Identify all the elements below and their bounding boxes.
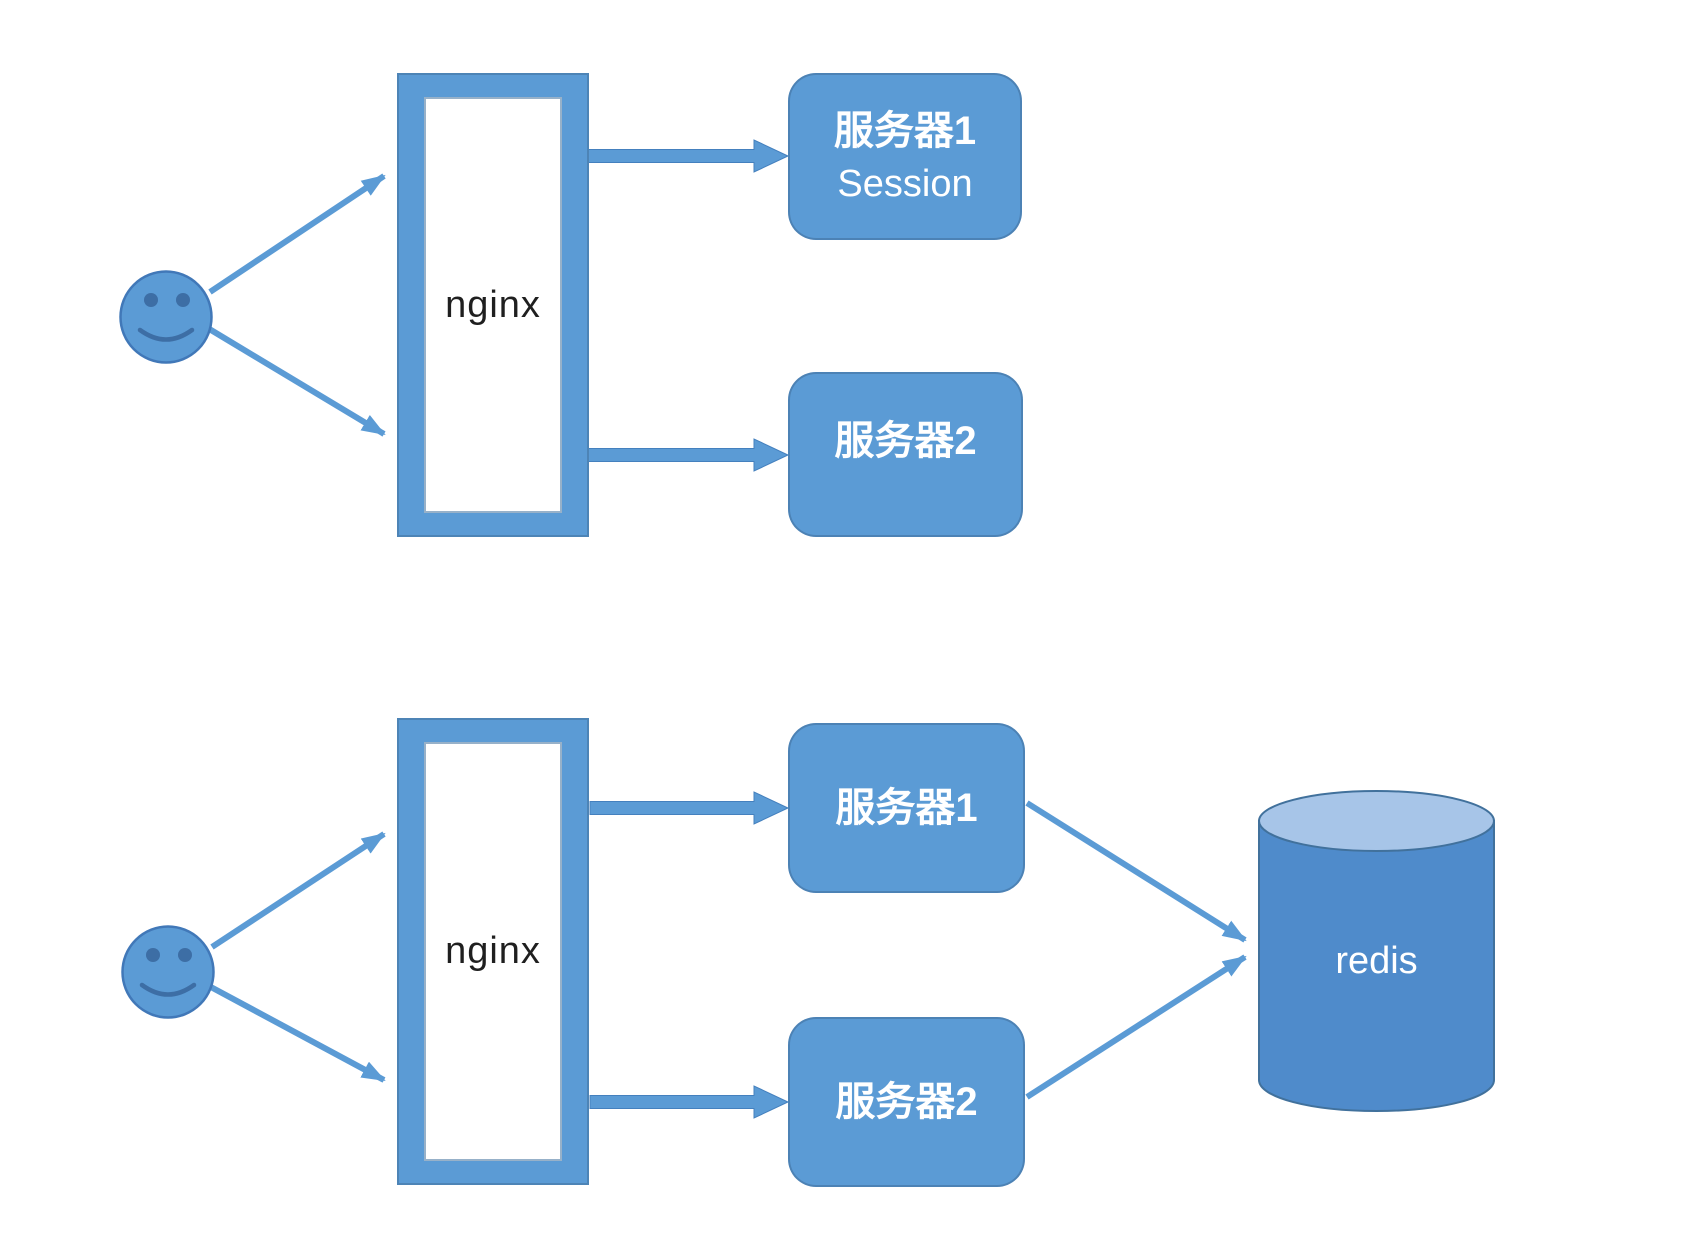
user-icon: [118, 269, 214, 365]
nginx-node-top-inner: nginx: [424, 97, 562, 513]
server1-label-bottom: 服务器1: [835, 786, 978, 830]
arrow-user-to-nginx-upper-bottom: [210, 831, 386, 950]
arrow-nginx-to-server1-bottom: [589, 791, 790, 825]
server2-label-top: 服务器2: [834, 418, 977, 463]
arrow-nginx-to-server1-top: [587, 139, 790, 173]
redis-label: redis: [1335, 940, 1418, 982]
server1-node-bottom: 服务器1: [788, 723, 1025, 893]
database-cylinder-icon: [1258, 790, 1495, 1112]
server1-session-label-top: Session: [837, 162, 973, 205]
server2-label-bottom: 服务器2: [835, 1080, 978, 1124]
arrow-server2-to-redis: [1025, 954, 1247, 1100]
nginx-label-bottom: nginx: [445, 930, 541, 972]
arrow-user-to-nginx-upper-top: [208, 173, 386, 295]
nginx-label-top: nginx: [445, 283, 541, 326]
nginx-node-bottom: nginx: [397, 718, 589, 1185]
server1-label-top: 服务器1: [833, 108, 977, 153]
server2-node-top: 服务器2: [788, 372, 1023, 537]
arrow-user-to-nginx-lower-top: [204, 324, 386, 437]
arrow-server1-to-redis: [1025, 800, 1247, 943]
user-icon: [120, 924, 216, 1020]
server2-node-bottom: 服务器2: [788, 1017, 1025, 1187]
server1-node-top: 服务器1 Session: [788, 73, 1022, 240]
nginx-node-bottom-inner: nginx: [424, 742, 562, 1161]
nginx-node-top: nginx: [397, 73, 589, 537]
user-smiley-icon: [121, 925, 215, 1019]
redis-node: redis: [1258, 790, 1495, 1112]
arrow-user-to-nginx-lower-bottom: [207, 983, 386, 1083]
user-smiley-icon: [119, 270, 213, 364]
arrow-nginx-to-server2-bottom: [589, 1085, 790, 1119]
arrow-nginx-to-server2-top: [587, 438, 790, 472]
